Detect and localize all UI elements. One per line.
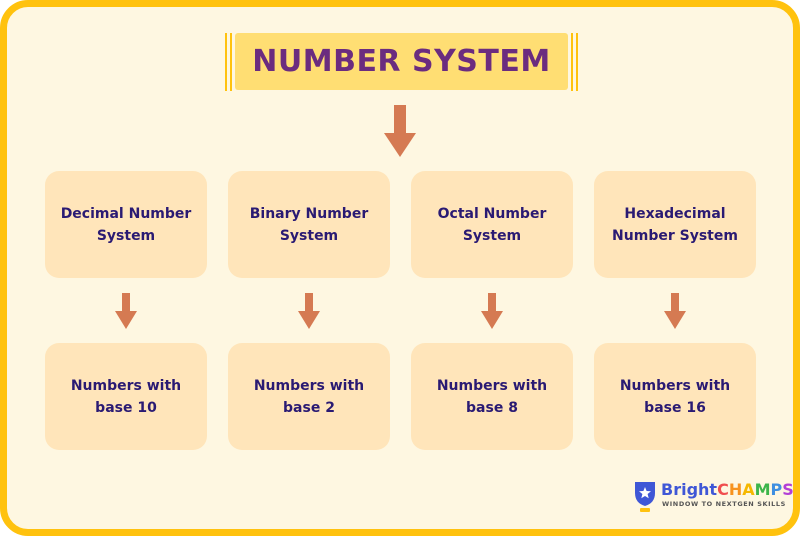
- title-accent-bar: [576, 33, 578, 91]
- node-binary-system: Binary Number System: [228, 171, 390, 278]
- node-base-8: Numbers with base 8: [411, 343, 573, 450]
- page-title: NUMBER SYSTEM: [235, 33, 568, 90]
- node-base-2: Numbers with base 2: [228, 343, 390, 450]
- title-banner: NUMBER SYSTEM: [225, 33, 578, 91]
- logo-tagline: WINDOW TO NEXTGEN SKILLS: [662, 500, 786, 508]
- brightchamps-logo: BrightCHAMPS WINDOW TO NEXTGEN SKILLS: [633, 479, 794, 513]
- arrow-down-icon: [115, 293, 137, 329]
- arrow-down-icon: [298, 293, 320, 329]
- node-base-16: Numbers with base 16: [594, 343, 756, 450]
- title-accent-bar: [230, 33, 232, 91]
- title-accent-bar: [225, 33, 227, 91]
- title-accent-bar: [571, 33, 573, 91]
- arrow-down-icon: [481, 293, 503, 329]
- node-octal-system: Octal Number System: [411, 171, 573, 278]
- shield-star-icon: [635, 482, 655, 512]
- node-decimal-system: Decimal Number System: [45, 171, 207, 278]
- arrow-down-icon: [664, 293, 686, 329]
- logo-wordmark: BrightCHAMPS: [661, 480, 794, 499]
- node-hexadecimal-system: Hexadecimal Number System: [594, 171, 756, 278]
- arrow-down-icon: [384, 105, 416, 157]
- node-base-10: Numbers with base 10: [45, 343, 207, 450]
